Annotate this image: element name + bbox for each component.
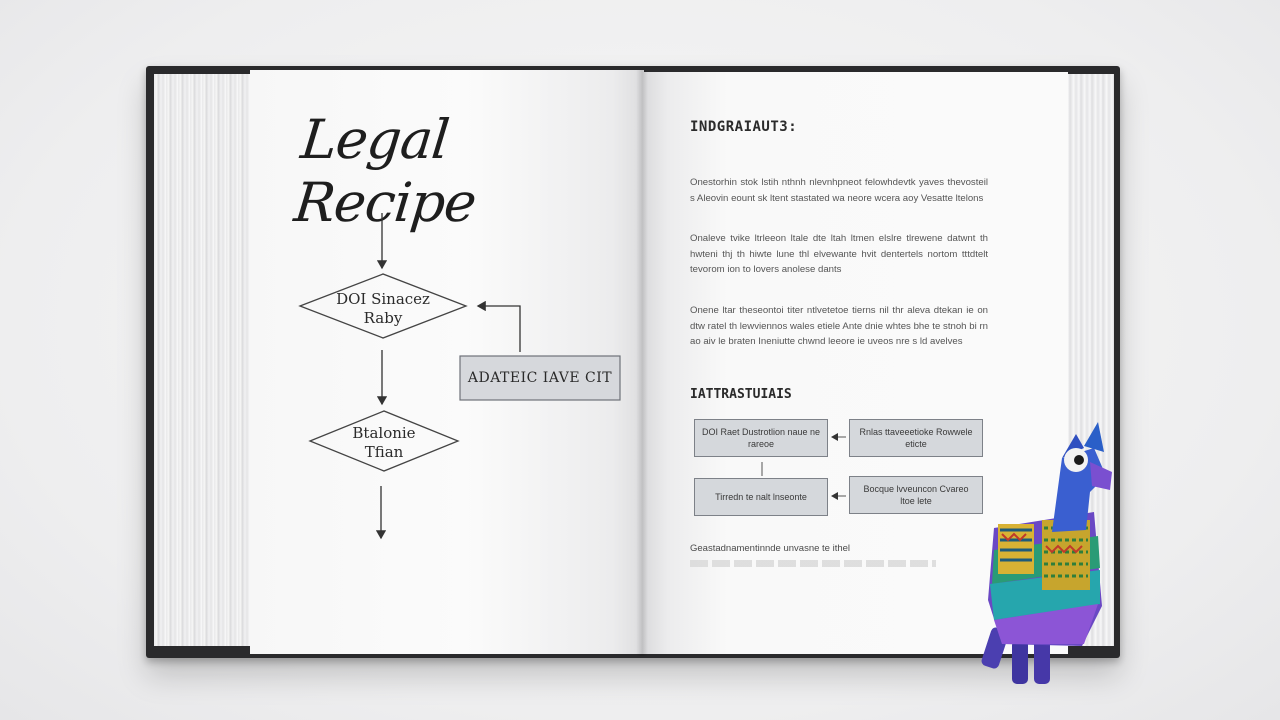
caption-faint-line (690, 560, 936, 567)
decision-diamond-1 (298, 273, 468, 339)
diagram-box-4: Bocque lvveuncon Cvareo ltoe lete (849, 476, 983, 514)
diamond-2-line1: Btalonie (352, 424, 416, 442)
figure-caption: Geastadnamentinnde unvasne te ithel (690, 543, 851, 554)
decision-diamond-2 (308, 410, 460, 472)
right-page-subheading: IATTRASTUIAIS (690, 387, 792, 402)
diagram-box-1: DOI Raet Dustrotlion naue ne rareoe (694, 419, 828, 457)
paragraph-3: Onene ltar theseontoi titer ntlvetetoe t… (690, 305, 988, 347)
book-gutter (636, 70, 648, 656)
diagram-box-3: Tirredn te nalt lnseonte (694, 478, 828, 516)
paragraph-2: Onaleve tvike ltrleeon ltale dte ltah lt… (690, 233, 988, 275)
diamond-1-line1: DOI Sinacez (336, 290, 430, 308)
process-box-label: ADATEIC IAVE CIT (467, 370, 613, 386)
page-edges-left (154, 74, 254, 646)
flow-arrow-loop (476, 300, 521, 352)
diamond-2-line2: Tfian (364, 443, 404, 461)
process-box (459, 355, 621, 401)
diagram-box-2: Rnlas ttaveeetioke Rowwele eticte (849, 419, 983, 457)
diamond-1-line2: Raby (363, 309, 403, 327)
diamond-2-label: Btalonie Tfian (330, 424, 438, 462)
right-page-heading: INDGRAIAUT3: (690, 119, 798, 135)
paragraph-1: Onestorhin stok lstih nthnh nlevnhpneot … (690, 177, 988, 204)
diamond-1-label: DOI Sinacez Raby (320, 290, 446, 328)
llama-toy-icon (981, 422, 1112, 684)
